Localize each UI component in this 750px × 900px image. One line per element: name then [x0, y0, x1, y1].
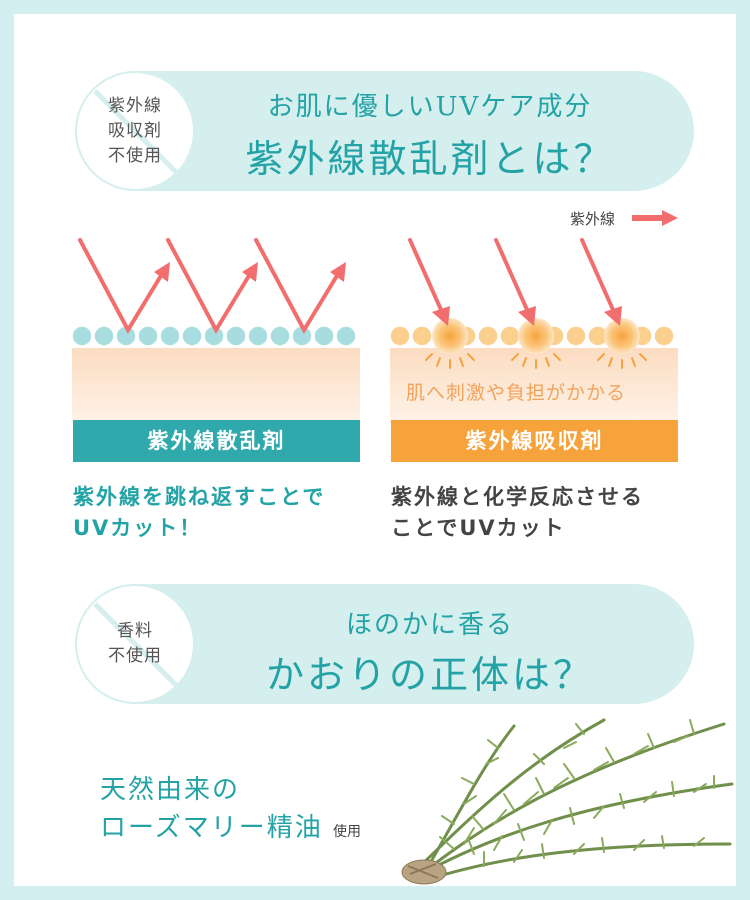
badge-line: 吸収剤 [108, 120, 162, 141]
absorbing-diagram [389, 238, 678, 424]
irritation-label: 肌へ刺激や負担がかかる [406, 382, 627, 404]
uv-legend-label: 紫外線 [570, 210, 616, 228]
scattering-description: 紫外線を跳ね返すことで UVカット！ [73, 482, 325, 544]
scattering-diagram [71, 238, 360, 424]
rosemary-line1: 天然由来の [100, 775, 241, 805]
uv-arrow-legend-icon [632, 210, 678, 226]
use-label: 使用 [332, 824, 361, 840]
desc-line: 紫外線と化学反応させる [391, 485, 644, 509]
badge-text: 香料 不使用 [108, 619, 162, 669]
desc-line: 紫外線を跳ね返すことで [73, 485, 326, 509]
badge-line: 不使用 [108, 145, 162, 166]
rosemary-line2: ローズマリー精油 [100, 813, 323, 843]
badge-text: 紫外線 吸収剤 不使用 [108, 94, 162, 169]
section2-title: かおりの正体は？ [265, 653, 594, 697]
fragrance-free-badge: 香料 不使用 [75, 584, 195, 704]
badge-line: 紫外線 [108, 95, 162, 116]
absorbing-agent-bar: 紫外線吸収剤 [391, 420, 678, 462]
prohibit-slash-icon [93, 602, 181, 690]
desc-line: UVカット！ [73, 516, 203, 540]
section1-subtitle: お肌に優しいUVケア成分 [267, 92, 593, 122]
rosemary-bundle-image [401, 718, 734, 885]
desc-line: ことでUVカット [391, 516, 566, 540]
badge-line: 香料 [117, 621, 153, 641]
section1-title: 紫外線散乱剤とは？ [245, 137, 615, 181]
absorbing-description: 紫外線と化学反応させる ことでUVカット [391, 482, 644, 544]
section2-subtitle: ほのかに香る [345, 610, 514, 640]
rosemary-text: 天然由来の ローズマリー精油 使用 [100, 771, 361, 851]
prohibit-slash-icon [93, 89, 181, 177]
badge-line: 不使用 [108, 646, 162, 666]
uv-absorber-free-badge: 紫外線 吸収剤 不使用 [75, 71, 195, 191]
content-card: 紫外線 吸収剤 不使用 お肌に優しいUVケア成分 紫外線散乱剤とは？ 紫外線 [14, 14, 736, 886]
scattering-agent-bar: 紫外線散乱剤 [73, 420, 360, 462]
